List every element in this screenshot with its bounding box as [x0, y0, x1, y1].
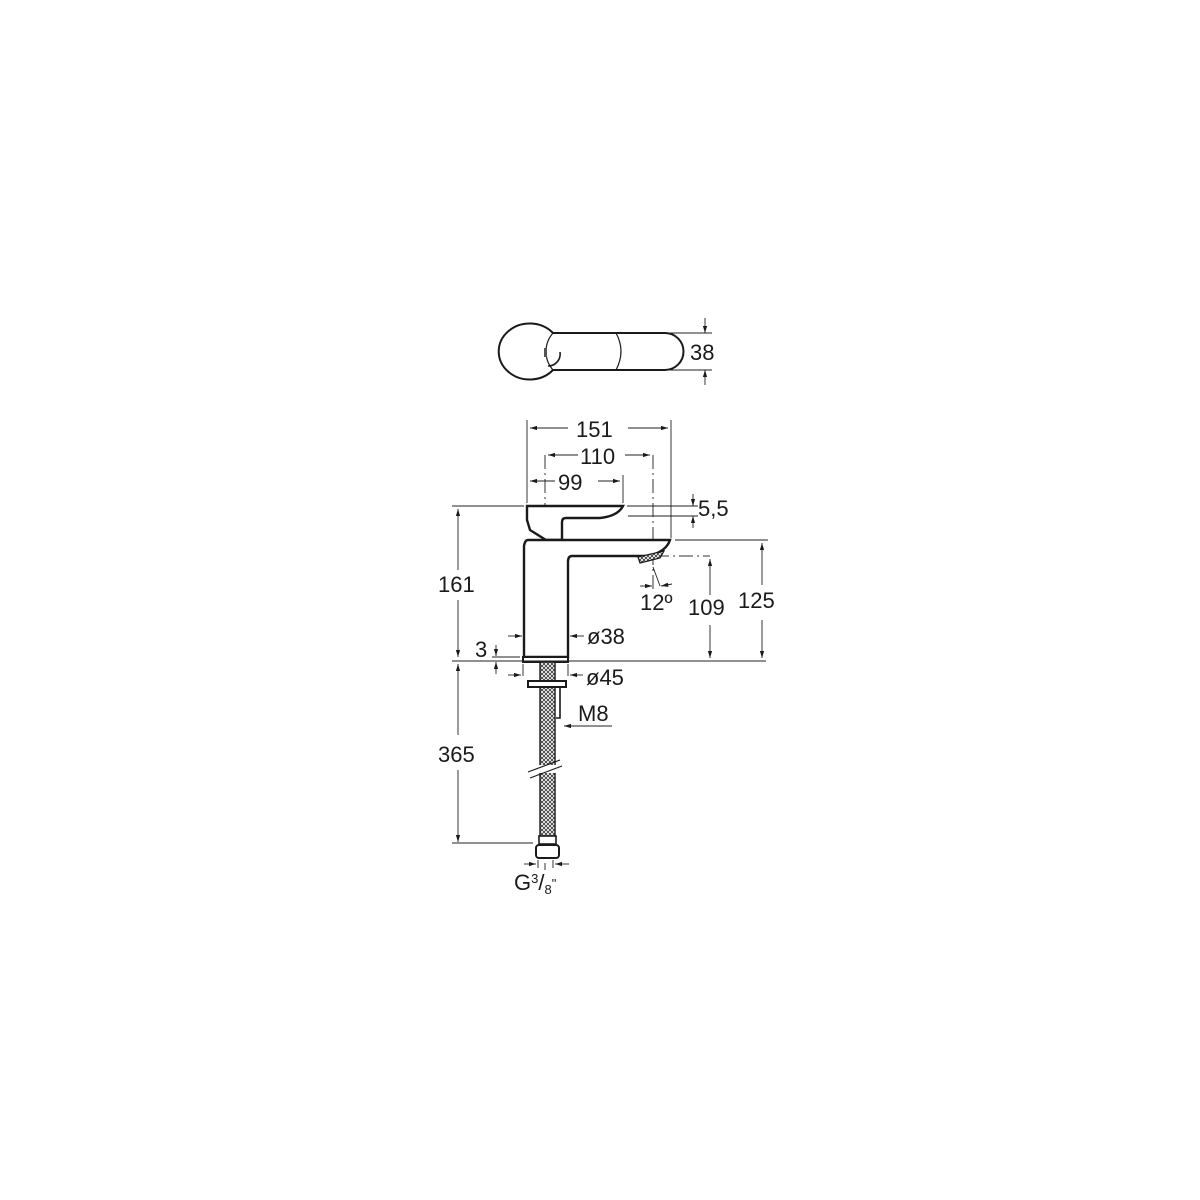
supply-hose	[539, 661, 556, 843]
dim-lever-length: 99	[558, 470, 582, 495]
dim-base-diameter: ø45	[586, 665, 624, 690]
dim-top-width: 38	[690, 340, 714, 365]
hose-ferrule	[538, 835, 557, 845]
top-view-handle-seam	[615, 332, 622, 371]
dim-total-height: 161	[438, 572, 475, 597]
dim-overall-length: 151	[576, 417, 613, 442]
lever-handle	[525, 504, 625, 542]
dim-stud-thread: M8	[578, 701, 609, 726]
dim-base-plate: 3	[475, 637, 487, 662]
fixing-washer	[527, 680, 567, 688]
dim-hose-length: 365	[438, 742, 475, 767]
hot-cold-indicator-icon	[547, 351, 561, 367]
side-view: 151 110 99 5,5 161 125 109	[438, 417, 775, 897]
dim-spout-height: 125	[738, 588, 775, 613]
top-view-outline	[497, 322, 685, 381]
m8-stud	[556, 686, 561, 719]
dim-connection: G3/8"	[514, 870, 557, 897]
faucet-body	[522, 538, 672, 659]
dim-spout-angle: 12º	[640, 590, 673, 615]
dim-body-diameter: ø38	[587, 624, 625, 649]
dim-outlet-height: 109	[688, 595, 725, 620]
aerator	[637, 550, 666, 564]
dim-spout-centre: 110	[580, 444, 615, 469]
hose-nut	[535, 844, 560, 859]
top-view: 38	[497, 318, 714, 385]
dim-lever-offset: 5,5	[698, 496, 729, 521]
indicator-mark-icon	[544, 348, 547, 357]
